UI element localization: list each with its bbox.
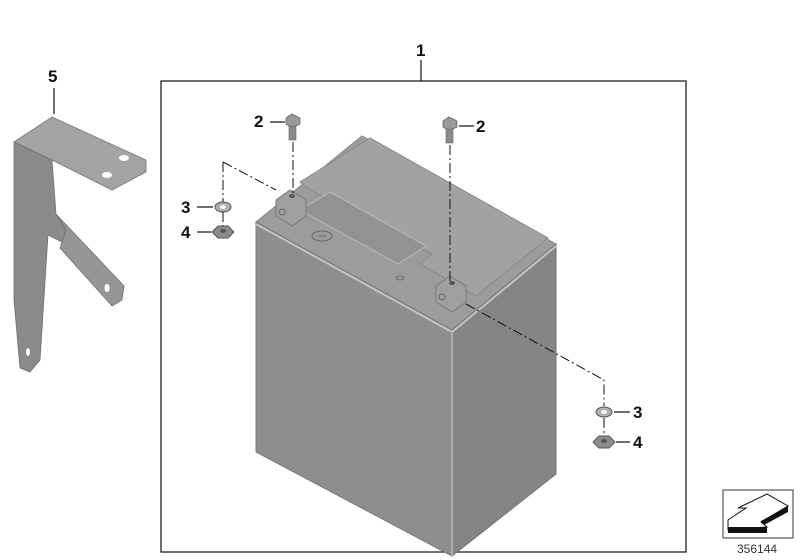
bracket-part (13, 116, 147, 373)
callout-leaders (197, 121, 630, 443)
callout-2-left[interactable]: 2 (254, 112, 264, 131)
screw-right (442, 116, 458, 144)
washer-nut-left (211, 201, 235, 239)
callout-3-right[interactable]: 3 (633, 403, 643, 422)
callout-4-left[interactable]: 4 (181, 223, 191, 242)
washer-nut-right (592, 406, 616, 449)
assembly-frame (160, 80, 687, 553)
screw-left (285, 113, 301, 141)
callout-5[interactable]: 5 (48, 67, 58, 86)
battery-part (255, 135, 557, 558)
callout-4-right[interactable]: 4 (633, 433, 643, 452)
callout-3-left[interactable]: 3 (181, 198, 191, 217)
assembly-lines (222, 142, 605, 436)
callout-2-right[interactable]: 2 (476, 117, 486, 136)
callout-1[interactable]: 1 (416, 41, 426, 60)
reference-number: 356144 (737, 542, 778, 556)
direction-arrow-icon[interactable] (722, 489, 794, 539)
